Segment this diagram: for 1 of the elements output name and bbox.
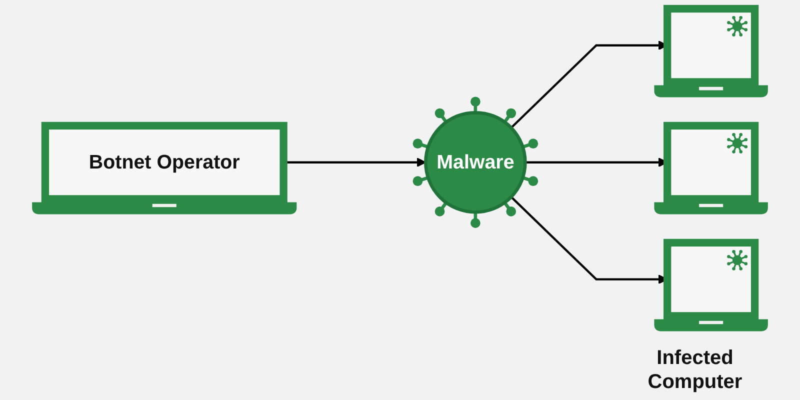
group-label: Infected Computer [646,346,744,394]
